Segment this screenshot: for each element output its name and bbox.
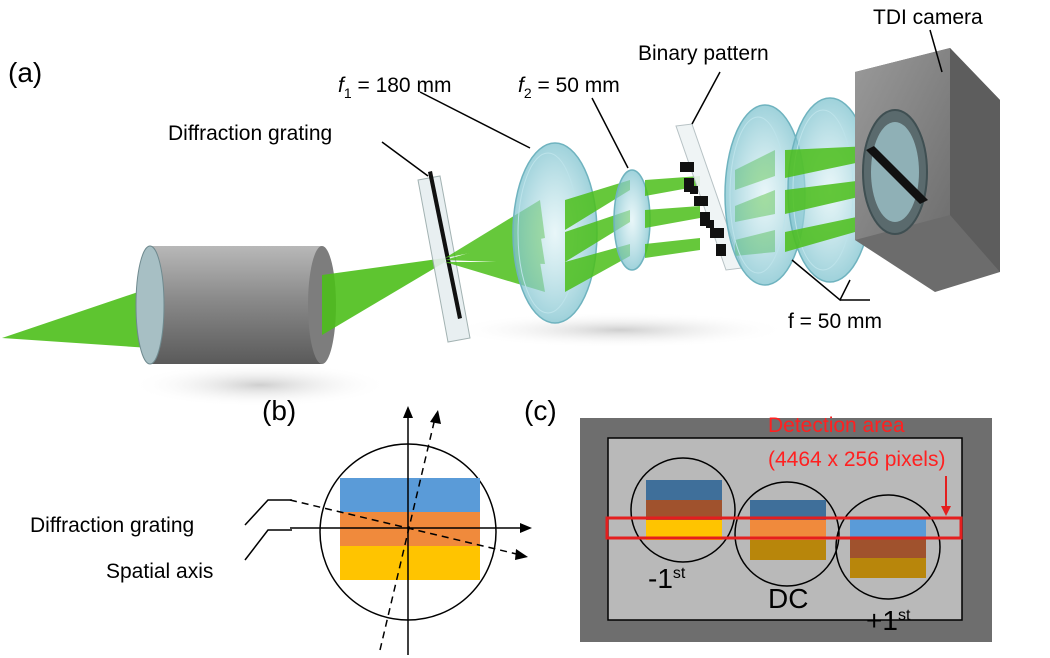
label-plus-first-base: +1	[866, 605, 898, 636]
label-f2-var: f	[518, 74, 526, 97]
panel-b: (b) Diffraction grating Spatial axis	[30, 395, 532, 655]
leader-spatial	[244, 529, 292, 561]
label-f2: f2 = 50 mm	[518, 74, 620, 101]
panel-c: (c) Detection area (4464 x 256	[524, 395, 992, 642]
label-minus-first-sup: st	[673, 565, 686, 582]
label-b-diffraction-grating: Diffraction grating	[30, 514, 194, 537]
label-b-spatial-axis: Spatial axis	[106, 560, 213, 583]
order-dc	[734, 481, 840, 587]
objective-lens	[135, 245, 336, 365]
grating-axis-line	[289, 499, 526, 557]
rotated-vertical-axis	[379, 413, 437, 651]
label-minus-first-base: -1	[648, 563, 673, 594]
camera-sensor-line	[866, 146, 928, 204]
panel-a: (a)	[2, 6, 1000, 407]
band-yellow	[340, 546, 480, 580]
order-minus-first	[630, 457, 736, 563]
label-binary-pattern: Binary pattern	[638, 42, 769, 65]
spatial-axis-arrow	[520, 523, 532, 533]
rotated-vertical-arrow	[430, 410, 441, 424]
label-diffraction-grating: Diffraction grating	[168, 122, 332, 145]
label-f1-val: = 180 mm	[352, 74, 452, 97]
label-f1-sub: 1	[344, 85, 352, 101]
diffraction-grating-plate	[417, 171, 471, 343]
label-f1-var: f	[338, 74, 346, 97]
order-plus-first	[835, 494, 941, 600]
panel-b-letter: (b)	[262, 395, 296, 426]
detection-arrow-head	[941, 506, 951, 516]
label-relay-focal-length: f = 50 mm	[788, 310, 882, 333]
grating-axis-arrow	[515, 549, 528, 560]
vertical-axis-arrow	[403, 406, 413, 418]
band-blue	[340, 478, 480, 512]
label-minus-first: -1st	[648, 563, 686, 594]
label-tdi-camera: TDI camera	[873, 6, 983, 29]
label-plus-first: +1st	[866, 605, 911, 636]
label-detection-area: Detection area	[768, 414, 905, 437]
binary-pattern-mask	[675, 123, 743, 271]
tdi-camera	[855, 48, 1000, 292]
label-dc: DC	[768, 583, 808, 614]
label-plus-first-sup: st	[898, 607, 911, 624]
panel-a-letter: (a)	[8, 57, 42, 88]
label-f2-sub: 2	[524, 85, 532, 101]
objective-shadow	[130, 363, 390, 407]
panel-c-letter: (c)	[524, 395, 557, 426]
label-detection-size: (4464 x 256 pixels)	[768, 448, 945, 471]
callout-lines	[381, 29, 943, 302]
input-beam	[2, 288, 150, 348]
label-f1: f1 = 180 mm	[338, 74, 451, 101]
lens-f2	[613, 169, 651, 271]
detection-area-box	[605, 516, 963, 540]
collimated-beam	[322, 258, 445, 335]
lens-shadow	[450, 312, 790, 348]
leader-grating	[244, 499, 292, 526]
label-f2-val: = 50 mm	[532, 74, 620, 97]
